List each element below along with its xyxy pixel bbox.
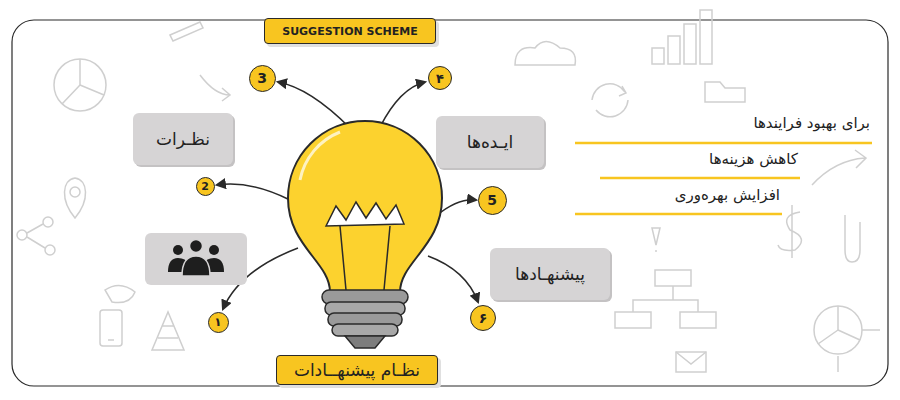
band-text: SUGGESTION SCHEME <box>282 25 418 38</box>
label-box: نظـرات <box>133 113 233 165</box>
side-note: برای بهبود فرایندها <box>751 114 872 132</box>
right-underlines <box>575 143 872 214</box>
number-text: 3 <box>257 70 267 86</box>
number-text: ۱ <box>214 315 221 329</box>
callout-number: 5 <box>478 186 507 215</box>
side-note: کاهش هزینه‌ها <box>707 150 800 168</box>
title-band: SUGGESTION SCHEME <box>264 18 436 44</box>
people-icon-box <box>145 233 247 285</box>
label-box: ایـده‌ها <box>436 116 544 168</box>
band-text: نظـام پیشنهــادات <box>294 360 420 380</box>
number-text: 5 <box>487 192 497 208</box>
box-text: ایـده‌ها <box>467 132 513 152</box>
number-text: ۴ <box>436 71 444 86</box>
callout-number: ۱ <box>208 312 229 333</box>
callout-number: ۴ <box>428 66 452 90</box>
number-text: 2 <box>201 180 209 193</box>
number-text: ۶ <box>479 310 488 326</box>
callout-number: 2 <box>196 177 215 196</box>
doodles <box>17 10 880 372</box>
box-text: پیشنهـادها <box>515 264 585 284</box>
title-band: نظـام پیشنهــادات <box>276 355 438 385</box>
callout-number: 3 <box>249 65 276 92</box>
lightbulb <box>288 121 442 348</box>
callout-number: ۶ <box>470 305 496 331</box>
side-note: افزایش بهره‌وری <box>673 186 782 204</box>
box-text: نظـرات <box>156 129 210 149</box>
label-box: پیشنهـادها <box>490 248 610 300</box>
frame <box>12 20 888 386</box>
